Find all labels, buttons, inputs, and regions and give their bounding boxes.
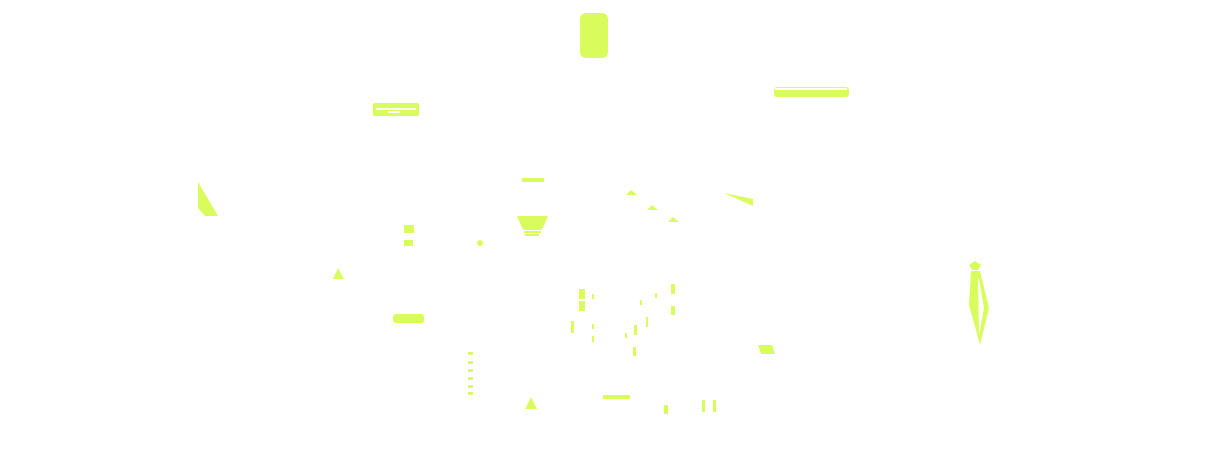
dotted-column-mark-6 bbox=[468, 392, 473, 395]
dash-fragment-10 bbox=[655, 293, 657, 298]
dotted-column-mark-1 bbox=[468, 352, 473, 355]
funnel-line-2 bbox=[524, 231, 541, 233]
bar-fragment-lower bbox=[393, 314, 424, 323]
triangle-fragment-bottom bbox=[525, 397, 537, 409]
bar-fragment-bottom bbox=[603, 395, 630, 399]
rounded-rectangle-fragment bbox=[580, 13, 608, 58]
triangle-fragment-left bbox=[198, 182, 218, 216]
wedge-fragment bbox=[724, 193, 753, 206]
dash-fragment-9 bbox=[646, 317, 648, 327]
needle-head-fragment bbox=[969, 261, 981, 270]
dotted-column-mark-3 bbox=[468, 369, 473, 372]
dash-fragment-6 bbox=[592, 336, 594, 342]
dash-fragment-16 bbox=[702, 400, 705, 412]
bar-fragment-highlight bbox=[775, 88, 847, 90]
quad-fragment bbox=[758, 345, 775, 354]
dash-fragment-5 bbox=[592, 324, 594, 329]
dash-fragment-15 bbox=[664, 405, 668, 414]
funnel-line-1 bbox=[523, 228, 542, 230]
dash-fragment-13 bbox=[625, 333, 627, 338]
funnel-line-3 bbox=[525, 234, 539, 236]
triangle-fragment-b bbox=[647, 205, 658, 210]
needle-highlight bbox=[978, 279, 984, 336]
funnel-fragment bbox=[517, 216, 548, 228]
square-fragment-top bbox=[404, 225, 414, 233]
dash-fragment-12 bbox=[671, 306, 675, 315]
triangle-fragment-c bbox=[668, 217, 679, 222]
dash-fragment-14 bbox=[633, 347, 636, 356]
dash-fragment-4 bbox=[571, 321, 574, 333]
dotted-column-mark-4 bbox=[468, 377, 473, 380]
dash-fragment-7 bbox=[634, 325, 637, 335]
bar-fragment-small bbox=[522, 178, 544, 182]
bar-fragment-slot bbox=[388, 111, 400, 113]
triangle-fragment-small bbox=[333, 268, 344, 279]
square-fragment-bottom bbox=[404, 240, 413, 246]
dotted-column-mark-5 bbox=[468, 385, 473, 388]
dot-fragment bbox=[477, 240, 483, 246]
dash-fragment-8 bbox=[640, 300, 642, 305]
dotted-column-mark-2 bbox=[468, 361, 473, 364]
dash-fragment-1 bbox=[579, 289, 585, 299]
dash-fragment-2 bbox=[579, 301, 585, 311]
dash-fragment-17 bbox=[713, 400, 716, 412]
bar-fragment-stripe bbox=[376, 108, 416, 110]
dash-fragment-11 bbox=[671, 284, 675, 294]
dash-fragment-3 bbox=[592, 294, 594, 299]
triangle-fragment-a bbox=[626, 190, 637, 195]
